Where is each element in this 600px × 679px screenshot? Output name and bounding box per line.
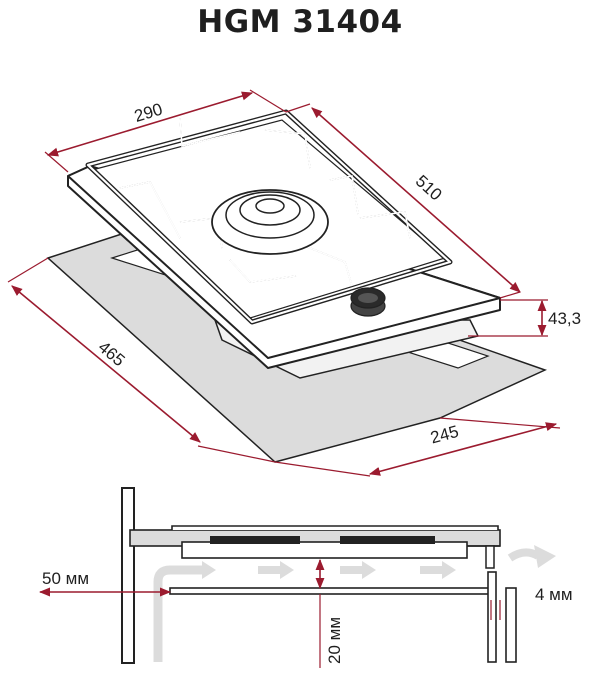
dimension-side-gap: 50 мм <box>38 569 172 597</box>
dimension-bottom-gap: 20 мм <box>315 558 344 668</box>
dimension-rear-gap: 4 мм <box>490 585 573 620</box>
depth-top-label: 510 <box>412 171 446 204</box>
product-title: HGM 31404 <box>197 4 403 40</box>
width-top-label: 290 <box>132 100 165 126</box>
cutout-width-label: 245 <box>428 422 460 448</box>
dimension-width-top: 290 <box>44 89 287 173</box>
airflow-arrows <box>153 545 556 662</box>
section-view <box>121 487 517 664</box>
height-label: 43,3 <box>548 309 581 328</box>
cutout-depth-label: 465 <box>95 337 129 370</box>
side-gap-label: 50 мм <box>42 569 89 588</box>
dimension-height: 43,3 <box>468 299 581 337</box>
control-knob <box>350 287 386 317</box>
bottom-gap-label: 20 мм <box>325 617 344 664</box>
rear-gap-label: 4 мм <box>535 585 573 604</box>
burner <box>211 189 329 255</box>
